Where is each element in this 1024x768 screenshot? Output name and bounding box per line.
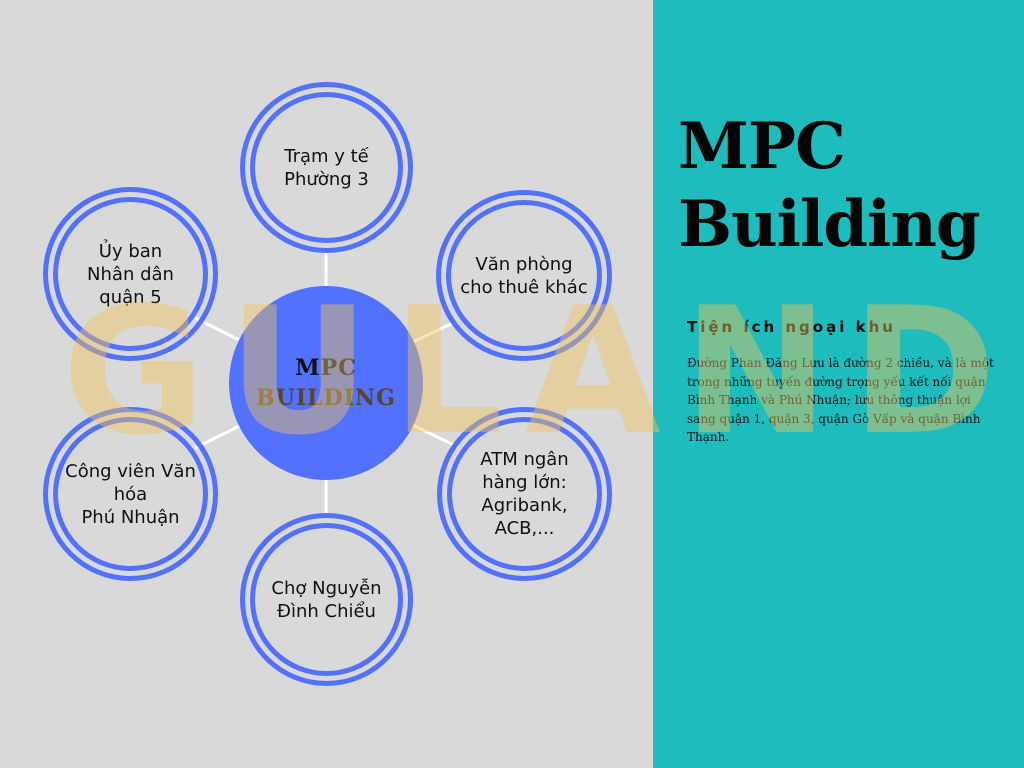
node-district-committee: Ủy ban Nhân dân quận 5: [43, 187, 218, 361]
panel-title-line2: Building: [678, 187, 981, 262]
node-office-rental: Văn phòng cho thuê khác: [436, 190, 612, 361]
node-label: Công viên Văn hóa Phú Nhuận: [65, 460, 196, 528]
node-label: Trạm y tế Phường 3: [284, 145, 369, 190]
center-title-line2: BUILDING: [256, 385, 396, 411]
node-health-station: Trạm y tế Phường 3: [240, 82, 413, 253]
panel-body-text: Đường Phan Đăng Lưu là đường 2 chiều, và…: [687, 356, 994, 444]
center-node: MPC BUILDING: [229, 286, 423, 480]
node-atm-banks: ATM ngân hàng lớn: Agribank, ACB,...: [437, 407, 612, 581]
node-market: Chợ Nguyễn Đình Chiểu: [240, 513, 413, 686]
info-panel: [653, 0, 1024, 768]
panel-title-line1: MPC: [678, 109, 846, 184]
node-label: ATM ngân hàng lớn: Agribank, ACB,...: [480, 449, 569, 539]
node-label: Văn phòng cho thuê khác: [460, 253, 588, 298]
panel-subtitle: Tiện ích ngoại khu: [687, 318, 896, 336]
center-title-line1: MPC: [295, 355, 357, 381]
node-label: Ủy ban Nhân dân quận 5: [87, 240, 174, 308]
node-label: Chợ Nguyễn Đình Chiểu: [271, 577, 382, 622]
panel-title: MPC Building: [678, 108, 981, 264]
node-cultural-park: Công viên Văn hóa Phú Nhuận: [43, 407, 218, 581]
